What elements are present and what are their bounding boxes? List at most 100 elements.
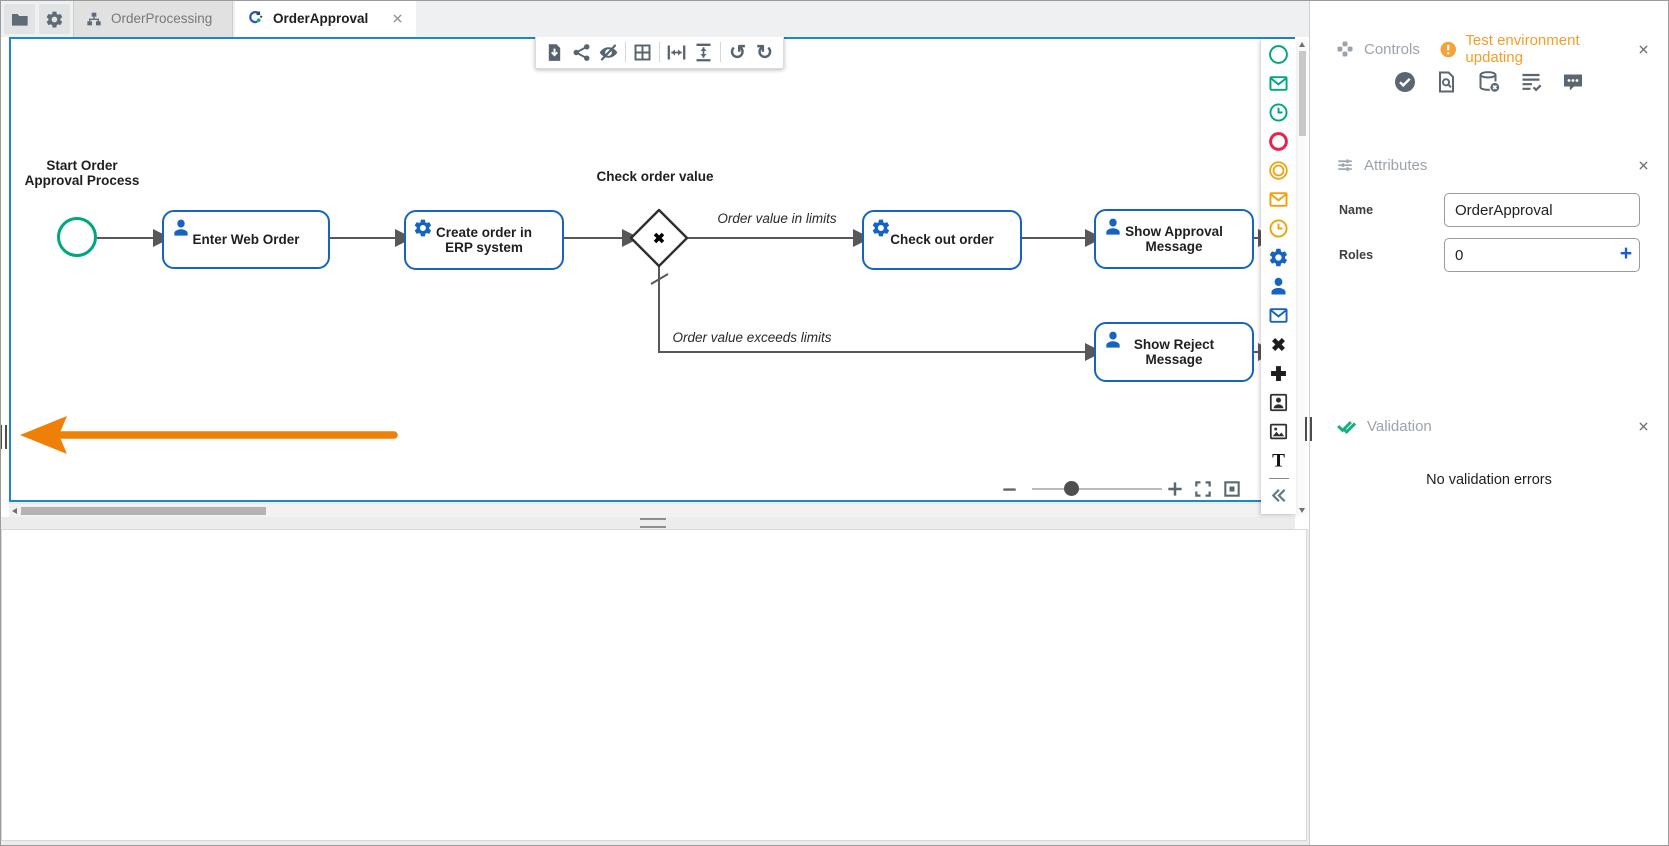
- export-icon: [544, 42, 565, 63]
- canvas-toolbar: [535, 35, 784, 69]
- user-task-icon: [1268, 276, 1289, 297]
- zoom-out-icon: [1000, 480, 1019, 499]
- redo-button[interactable]: [751, 39, 778, 65]
- task-show-reject-message[interactable]: Show Reject Message: [1094, 322, 1254, 382]
- controls-pad-icon: [1336, 40, 1354, 58]
- start-event-label: Start Order Approval Process: [24, 158, 140, 188]
- test-checklist-button[interactable]: [1519, 70, 1543, 94]
- fit-to-screen-icon: [1222, 479, 1242, 499]
- left-panel-grip[interactable]: [0, 425, 7, 449]
- palette-text-annotation[interactable]: [1261, 446, 1296, 475]
- palette-intermediate-event[interactable]: [1261, 156, 1296, 185]
- roles-input[interactable]: [1444, 238, 1640, 272]
- fit-to-screen-button[interactable]: [1222, 479, 1242, 499]
- palette-message-task[interactable]: [1261, 301, 1296, 330]
- database-reset-button[interactable]: [1477, 70, 1501, 94]
- palette-participant[interactable]: [1261, 388, 1296, 417]
- close-icon: [1637, 43, 1650, 56]
- fit-height-button[interactable]: [690, 39, 717, 65]
- roles-field-label: Roles: [1339, 248, 1374, 262]
- palette-end-event[interactable]: [1261, 127, 1296, 156]
- settings-button[interactable]: [39, 4, 70, 34]
- right-panel-grip[interactable]: [1305, 417, 1312, 441]
- environment-status: Test environment updating: [1439, 32, 1637, 66]
- palette-image-annotation[interactable]: [1261, 417, 1296, 446]
- fit-width-button[interactable]: [663, 39, 690, 65]
- task-check-out-order[interactable]: Check out order: [862, 210, 1022, 270]
- horizontal-scroll-thumb[interactable]: [21, 506, 266, 515]
- controls-section-header: Controls Test environment updating: [1310, 32, 1668, 66]
- horizontal-scrollbar[interactable]: [9, 504, 1296, 517]
- palette-timer-start-event[interactable]: [1261, 98, 1296, 127]
- close-validation-button[interactable]: [1637, 420, 1650, 433]
- horizontal-splitter-handle[interactable]: [640, 518, 666, 528]
- controls-action-row: [1310, 70, 1668, 94]
- diagram-canvas[interactable]: Start Order Approval Process Check order…: [9, 35, 1296, 514]
- vertical-scrollbar[interactable]: [1297, 39, 1307, 516]
- toolbar-divider: [720, 42, 721, 62]
- scroll-up-arrow[interactable]: [1299, 42, 1305, 47]
- name-field-row: Name: [1310, 193, 1668, 227]
- palette-parallel-gateway[interactable]: [1261, 359, 1296, 388]
- validation-section-header: Validation: [1310, 415, 1668, 437]
- palette-timer-intermediate-event[interactable]: [1261, 214, 1296, 243]
- palette-divider: [1268, 478, 1289, 479]
- start-event-icon: [1268, 44, 1289, 65]
- palette-collapse-palette[interactable]: [1261, 481, 1296, 510]
- undo-button[interactable]: [724, 39, 751, 65]
- validate-button[interactable]: [1393, 70, 1417, 94]
- undo-icon: [727, 42, 748, 63]
- bottom-panel[interactable]: [1, 529, 1307, 841]
- alert-icon: [1439, 40, 1458, 59]
- close-controls-button[interactable]: [1637, 43, 1650, 56]
- fullscreen-button[interactable]: [1193, 479, 1213, 499]
- zoom-in-icon: [1165, 479, 1185, 499]
- palette-start-event[interactable]: [1261, 40, 1296, 69]
- tab-order-processing[interactable]: OrderProcessing: [73, 0, 233, 37]
- tab-label: OrderApproval: [273, 11, 369, 26]
- intermediate-event-icon: [1268, 160, 1289, 181]
- console-button[interactable]: [1561, 70, 1585, 94]
- tab-order-approval[interactable]: OrderApproval: [235, 0, 416, 37]
- text-annotation-icon: [1268, 450, 1289, 471]
- export-button[interactable]: [541, 39, 568, 65]
- task-show-approval-message[interactable]: Show Approval Message: [1094, 209, 1254, 269]
- name-field-label: Name: [1339, 203, 1374, 217]
- task-create-order-erp[interactable]: Create order in ERP system: [404, 210, 564, 270]
- add-role-button[interactable]: +: [1619, 242, 1633, 265]
- name-input[interactable]: [1444, 193, 1640, 227]
- start-event-node[interactable]: [57, 217, 97, 257]
- open-project-button[interactable]: [4, 4, 35, 34]
- user-task-icon: [1103, 330, 1123, 350]
- grid-button[interactable]: [629, 39, 656, 65]
- service-task-icon: [413, 218, 433, 238]
- palette-user-task[interactable]: [1261, 272, 1296, 301]
- palette-exclusive-gateway[interactable]: [1261, 330, 1296, 359]
- flow-label-in-limits: Order value in limits: [717, 211, 837, 226]
- annotation-arrow[interactable]: [20, 416, 398, 454]
- close-attributes-button[interactable]: [1637, 159, 1650, 172]
- task-label: Show Reject Message: [1133, 336, 1215, 368]
- close-tab-button[interactable]: [391, 12, 404, 25]
- palette-message-intermediate-event[interactable]: [1261, 185, 1296, 214]
- zoom-out-button[interactable]: [1000, 480, 1019, 499]
- scroll-left-arrow[interactable]: [12, 507, 17, 514]
- collapse-palette-icon: [1268, 485, 1289, 506]
- palette-service-task[interactable]: [1261, 243, 1296, 272]
- zoom-in-button[interactable]: [1165, 479, 1185, 499]
- share-button[interactable]: [568, 39, 595, 65]
- scroll-down-arrow[interactable]: [1299, 508, 1305, 513]
- image-annotation-icon: [1268, 421, 1289, 442]
- database-reset-icon: [1477, 70, 1501, 94]
- attributes-title: Attributes: [1364, 156, 1428, 174]
- fullscreen-icon: [1193, 479, 1213, 499]
- task-enter-web-order[interactable]: Enter Web Order: [162, 210, 330, 269]
- palette-message-start-event[interactable]: [1261, 69, 1296, 98]
- status-message: Test environment updating: [1465, 32, 1580, 66]
- log-inspect-button[interactable]: [1435, 70, 1459, 94]
- zoom-slider-track[interactable]: [1032, 488, 1162, 490]
- end-event-icon: [1268, 131, 1289, 152]
- vertical-scroll-thumb[interactable]: [1298, 51, 1306, 136]
- hide-elements-button[interactable]: [595, 39, 622, 65]
- zoom-slider-thumb[interactable]: [1064, 481, 1079, 496]
